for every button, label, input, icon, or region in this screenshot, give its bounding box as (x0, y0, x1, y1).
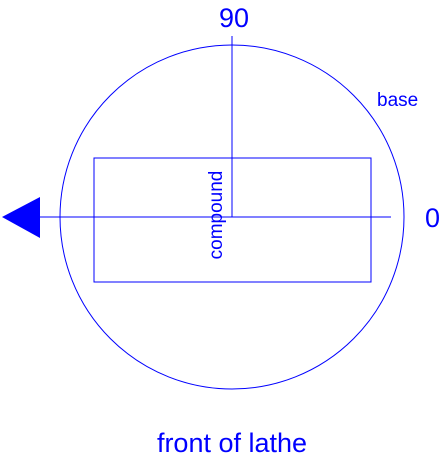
pointer-arrow (2, 197, 40, 238)
angle-90-label: 90 (219, 3, 249, 33)
compound-label: compound (206, 171, 227, 260)
base-label: base (377, 90, 418, 111)
angle-0-label: 0 (425, 203, 440, 233)
caption-front-of-lathe: front of lathe (157, 428, 307, 458)
